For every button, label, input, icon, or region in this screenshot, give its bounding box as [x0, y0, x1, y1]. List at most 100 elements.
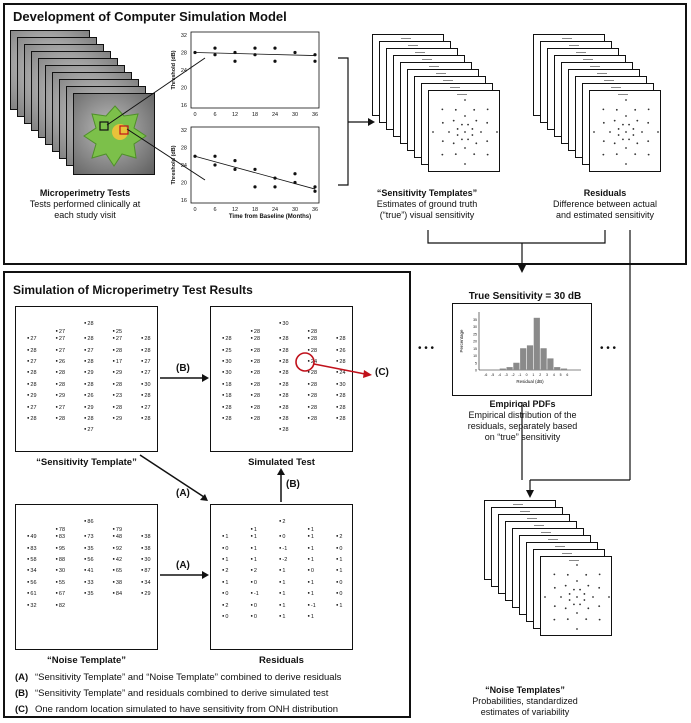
grid-value: 48: [113, 533, 122, 540]
noise-templates-desc-2: estimates of variability: [480, 707, 570, 717]
histogram-bar: [520, 348, 527, 370]
grid-value: 28: [141, 415, 150, 422]
grid-value: 25: [113, 328, 122, 335]
grid-value: 28: [27, 415, 36, 422]
grid-value: 18: [222, 392, 231, 399]
grid-value: 29: [113, 369, 122, 376]
microperimetry-stack: [10, 30, 206, 181]
grid-value: 0: [251, 579, 257, 586]
grid-value: 0: [222, 545, 228, 552]
noise-templates-desc-1: Probabilities, standardized: [472, 696, 578, 706]
grid-value: 33: [84, 579, 93, 586]
grid-value: 28: [222, 335, 231, 342]
grid-value: 25: [222, 347, 231, 354]
histogram-bar: [560, 368, 568, 370]
sens-templates-desc-2: (“true”) visual sensitivity: [379, 210, 475, 220]
grid-value: 27: [141, 404, 150, 411]
lesion-graphic: [83, 105, 147, 167]
grid-value: 28: [308, 335, 317, 342]
grid-value: 28: [84, 381, 93, 388]
grid-value: 30: [141, 556, 150, 563]
grid-value: 28: [84, 358, 93, 365]
histogram-bar: [506, 367, 513, 370]
svg-text:12: 12: [232, 207, 238, 213]
grid-value: 28: [251, 328, 260, 335]
grid-value: 30: [222, 358, 231, 365]
legend-a-text: “Sensitivity Template” and “Noise Templa…: [35, 672, 342, 683]
grid-value: 0: [336, 590, 342, 597]
grid-value: 28: [279, 415, 288, 422]
svg-text:Residual (dB): Residual (dB): [516, 379, 544, 384]
grid-value: 27: [27, 404, 36, 411]
svg-text:-3: -3: [505, 373, 508, 377]
legend-c: (C)One random location simulated to have…: [15, 704, 338, 715]
grid-value: 1: [336, 602, 342, 609]
svg-text:-5: -5: [491, 373, 494, 377]
grid-value: 29: [27, 392, 36, 399]
grid-value: 28: [141, 335, 150, 342]
svg-text:32: 32: [181, 33, 187, 39]
grid-value: 1: [251, 526, 257, 533]
dots-right: • • •: [600, 343, 617, 354]
legend-c-key: (C): [15, 704, 29, 715]
grid-value: 27: [56, 335, 65, 342]
grid-value: 1: [279, 579, 285, 586]
svg-text:18: 18: [252, 207, 258, 213]
grid-value: 1: [336, 567, 342, 574]
svg-text:24: 24: [181, 68, 187, 74]
grid-value: 86: [84, 518, 93, 525]
grid-value: 28: [27, 369, 36, 376]
grid-value: 83: [27, 545, 36, 552]
svg-text:36: 36: [312, 207, 318, 213]
grid-value: 0: [308, 567, 314, 574]
svg-text:35: 35: [473, 318, 477, 322]
grid-value: 67: [56, 590, 65, 597]
residuals-label: Residuals: [259, 655, 304, 666]
simulated-test-panel: 3028282828282828252828282630282824283028…: [210, 306, 353, 452]
grid-value: 0: [336, 545, 342, 552]
simulated-test-label: Simulated Test: [248, 457, 315, 468]
grid-value: 28: [251, 381, 260, 388]
grid-value: 28: [27, 381, 36, 388]
grid-value: 28: [222, 415, 231, 422]
svg-text:-4: -4: [498, 373, 501, 377]
grid-value: 1: [222, 579, 228, 586]
grid-value: 27: [141, 358, 150, 365]
grid-value: 28: [113, 381, 122, 388]
template-points: [432, 99, 498, 165]
svg-text:0: 0: [526, 373, 528, 377]
grid-value: -2: [279, 556, 287, 563]
legend-a-key: (A): [15, 672, 29, 683]
svg-text:5: 5: [475, 361, 477, 365]
grid-value: 28: [222, 404, 231, 411]
grid-value: 27: [56, 347, 65, 354]
grid-value: 28: [279, 369, 288, 376]
svg-text:-6: -6: [484, 373, 487, 377]
grid-value: 1: [279, 613, 285, 620]
arrow-label-a2: (A): [176, 560, 190, 571]
sensitivity-template-label: “Sensitivity Template”: [36, 457, 137, 468]
histogram-bar: [533, 317, 540, 370]
grid-value: 28: [279, 358, 288, 365]
grid-value: 35: [84, 590, 93, 597]
grid-value: 23: [113, 392, 122, 399]
grid-value: 0: [222, 613, 228, 620]
grid-value: 0: [279, 533, 285, 540]
dots-left: • • •: [418, 343, 435, 354]
grid-value: 28: [336, 358, 345, 365]
svg-text:Percentage: Percentage: [459, 329, 464, 353]
residuals-panel: 2111101201-11011-21122101101100-1110201-…: [210, 504, 353, 650]
grid-value: 30: [141, 381, 150, 388]
grid-value: 41: [84, 567, 93, 574]
grid-value: 28: [279, 335, 288, 342]
template-sheet: [428, 90, 500, 172]
grid-value: 26: [84, 392, 93, 399]
svg-text:28: 28: [181, 51, 187, 57]
model-development-frame: [3, 3, 687, 265]
svg-text:Threshold (dB): Threshold (dB): [171, 145, 177, 184]
grid-value: 28: [27, 347, 36, 354]
grid-value: 1: [308, 526, 314, 533]
grid-value: 28: [56, 381, 65, 388]
arrow-label-b2: (B): [286, 479, 300, 490]
grid-value: 92: [113, 545, 122, 552]
